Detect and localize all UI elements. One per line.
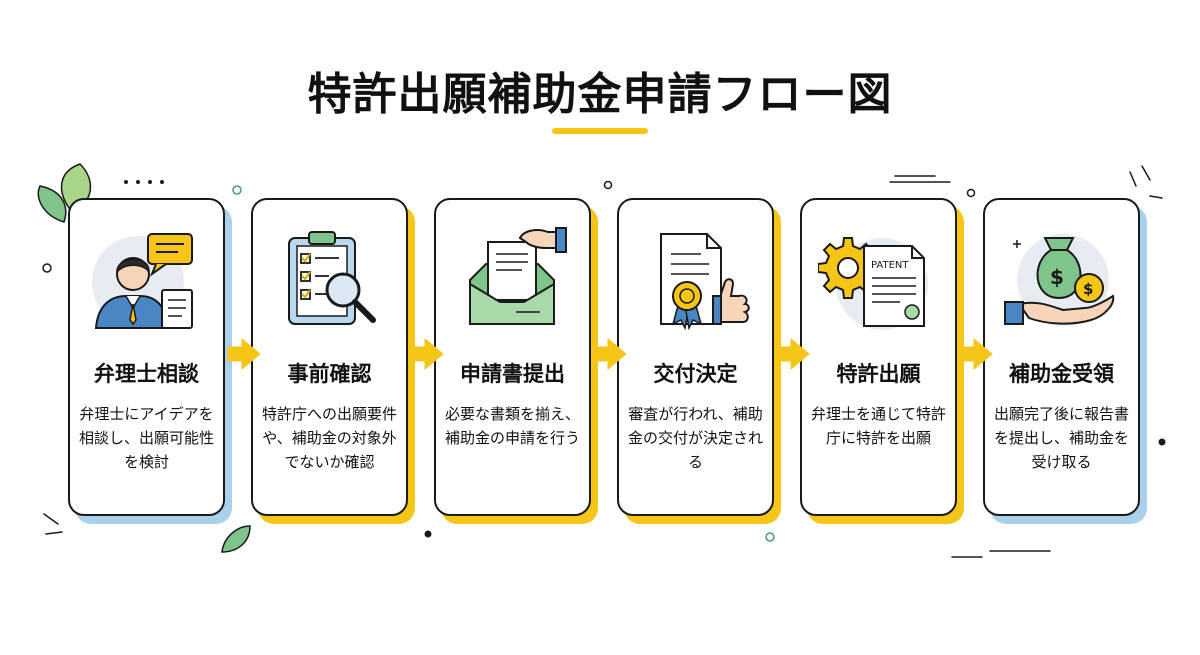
arrow-right-icon [959, 338, 993, 370]
step-title: 弁理士相談 [94, 362, 199, 386]
arrow-right-icon [593, 338, 627, 370]
certificate-thumbs-up-icon [635, 224, 755, 334]
arrow-right-icon [776, 338, 810, 370]
money-hand-icon: $ $ [1001, 224, 1121, 334]
step-description: 出願完了後に報告書を提出し、補助金を受け取る [993, 405, 1129, 471]
step-1: 弁理士相談 弁理士にアイデアを相談し、出願可能性を検討 [68, 198, 232, 524]
step-title: 交付決定 [653, 362, 738, 386]
arrow-right-icon [227, 338, 261, 370]
consultant-icon [86, 224, 206, 334]
patent-gear-icon: PATENT [817, 224, 938, 334]
title-underline [552, 128, 648, 134]
step-description: 特許庁への出願要件や、補助金の対象外でないか確認 [261, 405, 397, 471]
step-3: 申請書提出 必要な書類を揃え、補助金の申請を行う [434, 198, 598, 524]
step-6: $ $ 補助金受領 出願完了後に報告書を提出し、補助金を受け取る [983, 198, 1147, 524]
step-description: 弁理士を通じて特許庁に特許を出願 [810, 405, 946, 447]
step-title: 補助金受領 [1009, 362, 1114, 386]
step-title: 特許出願 [836, 362, 921, 386]
step-description: 必要な書類を揃え、補助金の申請を行う [444, 405, 580, 447]
arrow-right-icon [410, 338, 444, 370]
svg-text:$: $ [1083, 280, 1093, 298]
step-title: 申請書提出 [460, 362, 565, 386]
leaf-icon-bottom [221, 525, 251, 553]
diagram-title: 特許出願補助金申請フロー図 [307, 69, 893, 120]
step-description: 弁理士にアイデアを相談し、出願可能性を検討 [78, 405, 214, 471]
step-4: 交付決定 審査が行われ、補助金の交付が決定される [617, 198, 781, 524]
step-5: PATENT 特許出願 弁理士を通じて特許庁に特許を出願 [800, 198, 964, 524]
svg-text:$: $ [1050, 265, 1064, 289]
step-2: 事前確認 特許庁への出願要件や、補助金の対象外でないか確認 [251, 198, 415, 524]
document-submission-icon [452, 224, 572, 334]
clipboard-magnifier-icon [269, 224, 389, 334]
step-title: 事前確認 [287, 362, 372, 386]
step-description: 審査が行われ、補助金の交付が決定される [627, 405, 763, 471]
patent-label: PATENT [871, 260, 909, 271]
